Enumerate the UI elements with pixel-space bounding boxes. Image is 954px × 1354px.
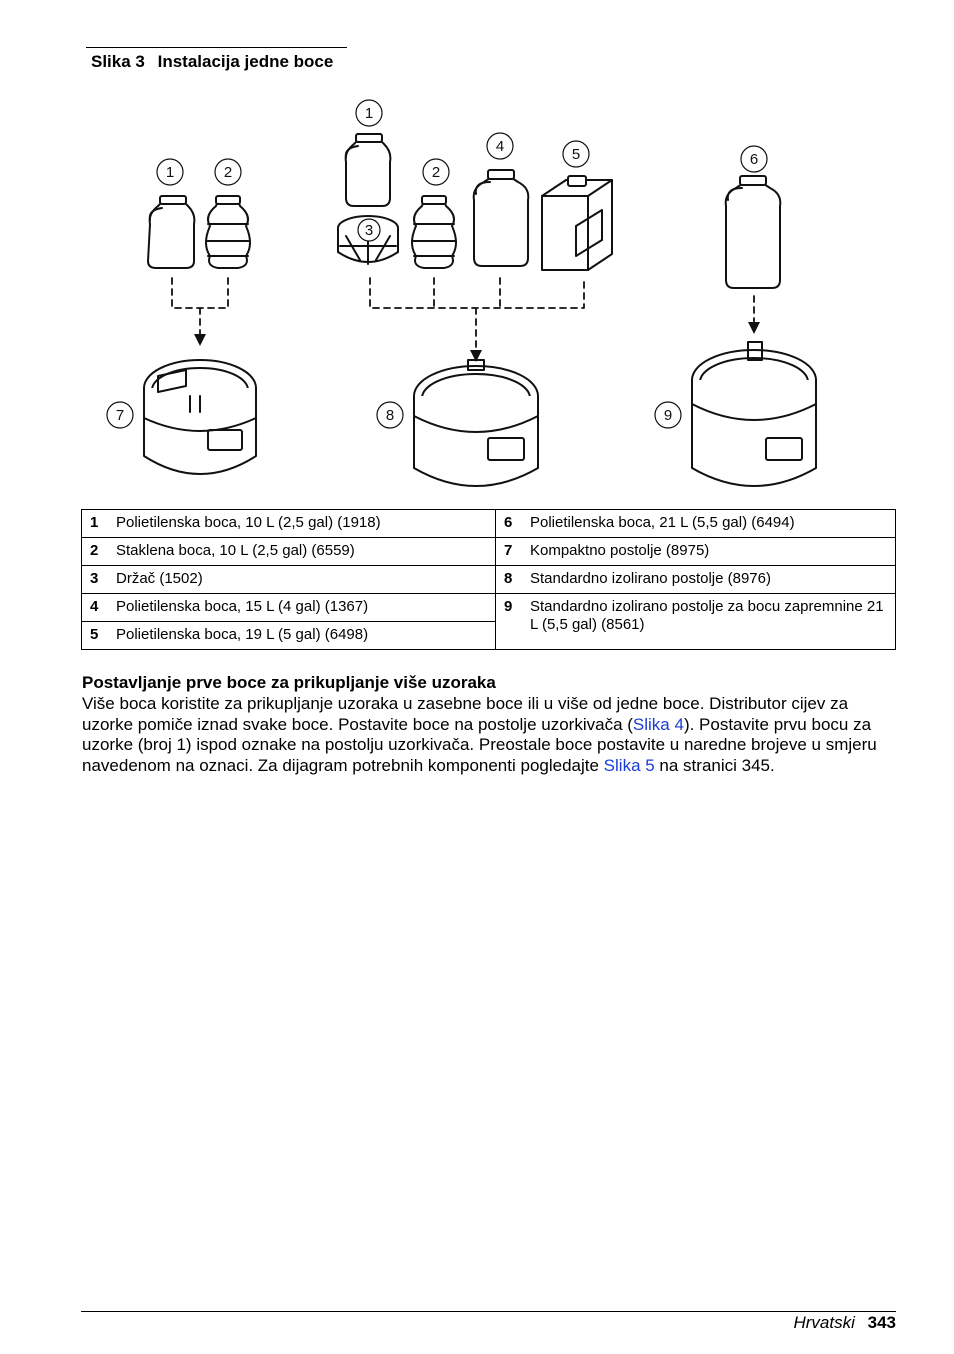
page-footer: Hrvatski 343 (793, 1313, 896, 1333)
figure-top-rule (86, 47, 347, 48)
callout-5: 5 (562, 140, 590, 168)
figure-5-link[interactable]: Slika 5 (603, 755, 655, 775)
legend-number: 2 (81, 537, 108, 566)
figure-caption: Slika 3 Instalacija jedne boce (91, 52, 333, 72)
legend-number: 8 (495, 565, 522, 594)
paragraph-text: Više boca koristite za prikupljanje uzor… (82, 694, 849, 734)
paragraph-text: ). Postavite prvu bocu za uzorke (broj 1… (82, 714, 877, 775)
footer-language: Hrvatski (793, 1313, 855, 1332)
poly-bottle-15l-icon (472, 169, 530, 267)
legend-text: Standardno izolirano postolje za bocu za… (522, 593, 896, 650)
glass-bottle-10l-icon (205, 195, 251, 269)
callout-1a: 1 (156, 158, 184, 186)
poly-bottle-10l-icon (344, 133, 392, 207)
svg-text:5: 5 (572, 146, 580, 163)
table-row: 4 Polietilenska boca, 15 L (4 gal) (1367… (81, 593, 896, 650)
figure-legend-table: 1 Polietilenska boca, 10 L (2,5 gal) (19… (81, 509, 896, 650)
poly-bottle-19l-icon (541, 175, 613, 271)
svg-text:1: 1 (166, 164, 174, 181)
svg-text:4: 4 (496, 138, 504, 155)
legend-text: Polietilenska boca, 15 L (4 gal) (1367) (108, 593, 496, 622)
svg-text:2: 2 (432, 164, 440, 181)
legend-number: 9 (495, 593, 522, 650)
legend-text: Polietilenska boca, 19 L (5 gal) (6498) (108, 621, 496, 650)
legend-text: Polietilenska boca, 10 L (2,5 gal) (1918… (108, 509, 496, 538)
bottle-installation-diagram: 1 2 1 3 2 4 5 6 7 8 9 (88, 96, 888, 496)
section-heading: Postavljanje prve boce za prikupljanje v… (82, 673, 496, 692)
legend-text: Kompaktno postolje (8975) (522, 537, 896, 566)
legend-text: Staklena boca, 10 L (2,5 gal) (6559) (108, 537, 496, 566)
retainer-icon (337, 215, 399, 265)
insulated-base-21l-icon (691, 341, 817, 487)
body-paragraph: Više boca koristite za prikupljanje uzor… (82, 694, 892, 776)
legend-number: 3 (81, 565, 108, 594)
poly-bottle-10l-icon (147, 195, 196, 269)
legend-number: 4 (81, 593, 108, 622)
callout-3: 3 (357, 218, 381, 242)
legend-text: Polietilenska boca, 21 L (5,5 gal) (6494… (522, 509, 896, 538)
figure-title: Instalacija jedne boce (157, 52, 334, 71)
paragraph-text: na stranici 345. (654, 755, 775, 775)
table-row: 1 Polietilenska boca, 10 L (2,5 gal) (19… (81, 509, 896, 538)
callout-2b: 2 (422, 158, 450, 186)
legend-number: 5 (81, 621, 108, 650)
legend-text: Standardno izolirano postolje (8976) (522, 565, 896, 594)
standard-insulated-base-icon (413, 359, 539, 487)
callout-2a: 2 (214, 158, 242, 186)
callout-6: 6 (740, 145, 768, 173)
callout-4: 4 (486, 132, 514, 160)
svg-text:6: 6 (750, 151, 758, 168)
callout-1b: 1 (355, 99, 383, 127)
figure-number: Slika 3 (91, 52, 145, 71)
legend-number: 7 (495, 537, 522, 566)
legend-number: 1 (81, 509, 108, 538)
footer-rule (81, 1311, 896, 1312)
callout-7: 7 (106, 401, 134, 429)
legend-text: Držač (1502) (108, 565, 496, 594)
table-row: 5 Polietilenska boca, 19 L (5 gal) (6498… (81, 621, 896, 650)
table-row: 2 Staklena boca, 10 L (2,5 gal) (6559) 7… (81, 537, 896, 566)
table-row: 3 Držač (1502) 8 Standardno izolirano po… (81, 565, 896, 594)
svg-text:7: 7 (116, 407, 124, 424)
callout-9: 9 (654, 401, 682, 429)
svg-text:2: 2 (224, 164, 232, 181)
svg-text:3: 3 (365, 222, 373, 239)
callout-8: 8 (376, 401, 404, 429)
legend-number: 6 (495, 509, 522, 538)
figure-4-link[interactable]: Slika 4 (632, 714, 684, 734)
page-number: 343 (867, 1313, 896, 1332)
svg-text:1: 1 (365, 105, 373, 122)
poly-bottle-21l-icon (724, 175, 782, 289)
compact-base-icon (143, 359, 257, 475)
svg-text:8: 8 (386, 407, 394, 424)
glass-bottle-10l-icon (411, 195, 457, 269)
svg-text:9: 9 (664, 407, 672, 424)
